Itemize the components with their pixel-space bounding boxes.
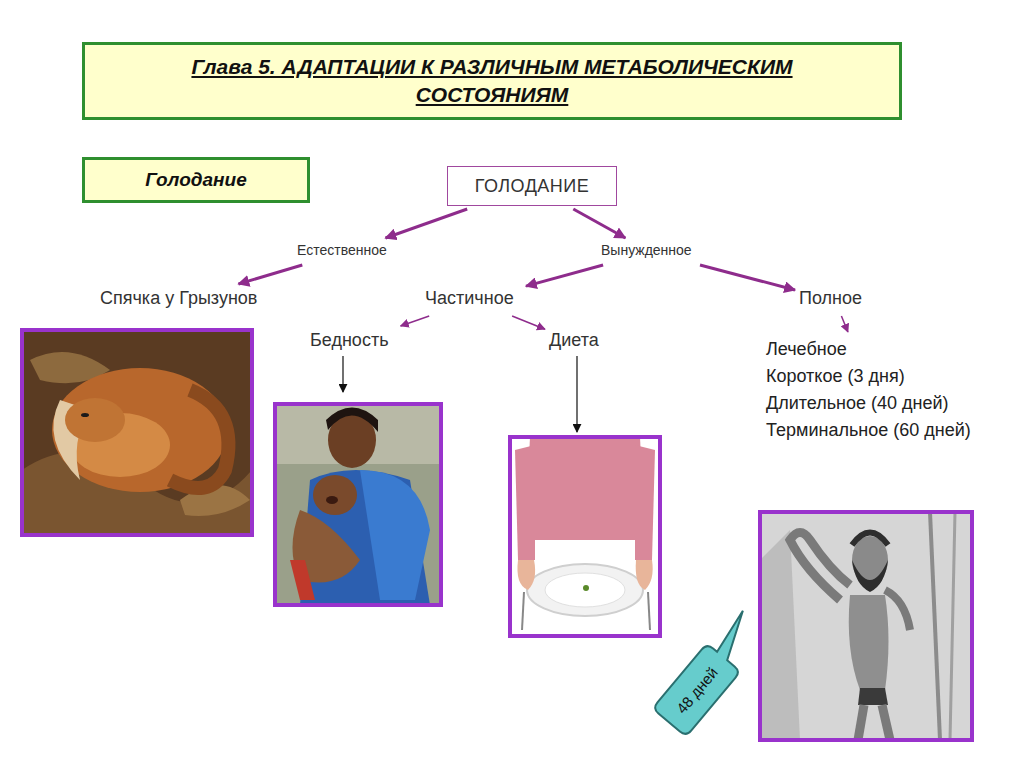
callout-bubble: 48 дней: [652, 643, 740, 736]
node-text: Вынужденное: [601, 242, 700, 258]
leader-line: [576, 356, 577, 432]
branch-label: Естественное: [297, 242, 395, 262]
node-text: Частичное: [425, 288, 522, 309]
connector-arrow: [401, 316, 430, 326]
root-box: ГОЛОДАНИЕ: [447, 166, 617, 206]
node-text: Голодание: [145, 169, 246, 191]
node-text: Полное: [799, 288, 871, 309]
section-box: Голодание: [82, 157, 310, 203]
connector-arrow: [239, 265, 303, 284]
diet-photo: [510, 437, 660, 636]
connector-arrow: [512, 316, 545, 329]
node-text: Диета: [549, 330, 607, 351]
connector-arrow: [526, 265, 603, 286]
connector-arrow: [841, 316, 848, 332]
title-box: Глава 5. АДАПТАЦИИ К РАЗЛИЧНЫМ МЕТАБОЛИЧ…: [82, 42, 902, 120]
leaf-label: Диета: [549, 330, 607, 355]
title-text: Глава 5. АДАПТАЦИИ К РАЗЛИЧНЫМ МЕТАБОЛИЧ…: [85, 53, 899, 109]
branch-label: Полное: [799, 288, 871, 313]
man-photo: [760, 512, 972, 740]
leaf-label: Бедность: [310, 330, 397, 355]
node-text: Короткое (3 дня): [766, 363, 979, 390]
branch-label: Вынужденное: [601, 242, 700, 262]
node-text: Бедность: [310, 330, 397, 351]
node-text: Терминальное (60 дней): [766, 417, 979, 444]
leaf-label: Спячка у Грызунов: [100, 288, 266, 313]
node-text: Длительное (40 дней): [766, 390, 979, 417]
branch-label: Частичное: [425, 288, 522, 313]
connector-arrow: [700, 265, 795, 290]
rodent-photo: [22, 330, 252, 535]
poverty-photo: [275, 404, 441, 605]
connector-arrow: [386, 209, 468, 238]
node-text: Лечебное: [766, 336, 979, 363]
leader-line: [342, 356, 343, 392]
node-text: Естественное: [297, 242, 395, 258]
connector-arrow: [573, 209, 625, 238]
list-block: ЛечебноеКороткое (3 дня)Длительное (40 д…: [766, 336, 979, 448]
node-text: ГОЛОДАНИЕ: [475, 176, 590, 197]
node-text: Спячка у Грызунов: [100, 288, 266, 309]
